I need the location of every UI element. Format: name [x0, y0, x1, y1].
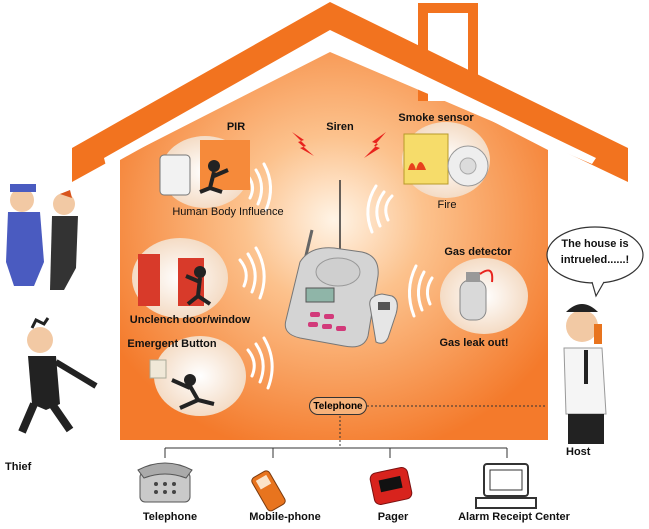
smoke-sensor	[402, 122, 490, 198]
computer-icon	[475, 463, 537, 509]
pir-label: PIR	[226, 121, 246, 133]
output-mobile-label: Mobile-phone	[249, 511, 321, 523]
fire-label: Fire	[437, 199, 457, 211]
running-thief	[18, 317, 98, 434]
siren-bolts	[292, 132, 386, 158]
roof	[72, 2, 628, 182]
door-window-sensor	[132, 238, 228, 318]
speech-bubble: The house is intrueled......!	[546, 228, 644, 286]
mobile-phone-icon	[251, 470, 286, 512]
speech-line-2: intrueled......!	[560, 254, 630, 266]
speech-line-1: The house is	[561, 238, 629, 250]
host-label: Host	[566, 446, 591, 458]
telephone-center-label: Telephone	[309, 397, 367, 415]
output-alarm-center-label: Alarm Receipt Center	[458, 511, 570, 523]
gas-leak-label: Gas leak out!	[439, 337, 509, 349]
pir-sensor	[159, 136, 250, 208]
pager-icon	[369, 467, 413, 505]
host-figure	[563, 304, 607, 444]
speech-bubble-shape	[546, 226, 644, 298]
signal-waves	[238, 162, 434, 390]
output-telephone-label: Telephone	[142, 511, 198, 523]
emergent-button-label: Emergent Button	[127, 338, 217, 350]
human-body-label: Human Body Influence	[172, 206, 284, 218]
emergent-button-scene	[149, 336, 246, 416]
smoke-sensor-label: Smoke sensor	[398, 112, 474, 124]
thief-label: Thief	[5, 461, 32, 473]
gas-detector	[440, 258, 528, 334]
telephone-icon	[137, 462, 193, 503]
unclench-label: Unclench door/window	[129, 314, 251, 326]
siren-label: Siren	[326, 121, 354, 133]
control-panel	[284, 229, 398, 348]
gas-detector-label: Gas detector	[444, 246, 512, 258]
connections	[164, 405, 546, 458]
police-catching-thief	[6, 184, 78, 290]
output-pager-label: Pager	[377, 511, 409, 523]
